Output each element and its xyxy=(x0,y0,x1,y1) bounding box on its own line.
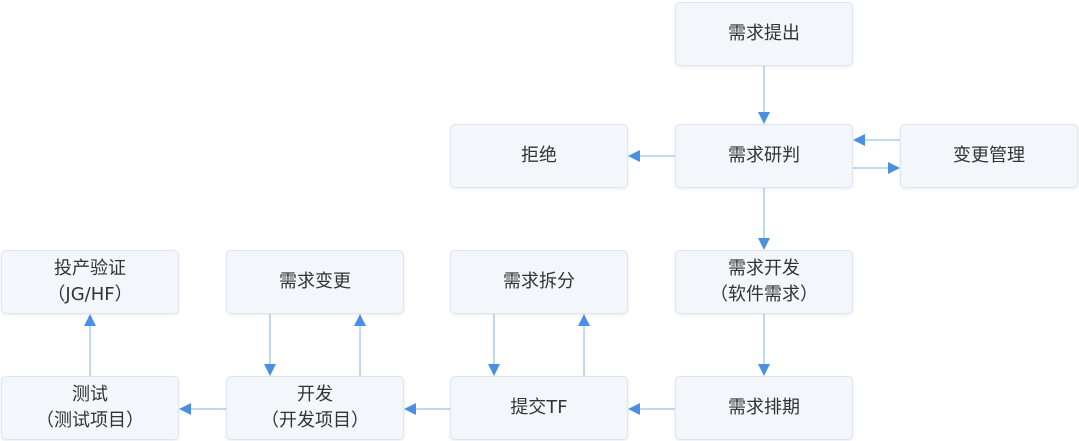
node-label: 需求研判 xyxy=(728,145,800,166)
node-testing: 测试 （测试项目） xyxy=(1,376,179,440)
node-label: 需求提出 xyxy=(728,23,800,44)
node-label: 需求排期 xyxy=(728,397,800,418)
node-label: 提交TF xyxy=(510,397,568,418)
node-label: 拒绝 xyxy=(521,145,557,166)
node-sublabel: （开发项目） xyxy=(261,410,369,431)
node-submit-tf: 提交TF xyxy=(450,376,628,440)
node-demand-review: 需求研判 xyxy=(675,124,853,188)
node-reject: 拒绝 xyxy=(450,124,628,188)
node-demand-raise: 需求提出 xyxy=(675,2,853,66)
node-demand-development: 需求开发 （软件需求） xyxy=(675,250,853,314)
node-production-verification: 投产验证 （JG/HF） xyxy=(1,250,179,314)
node-sublabel: （软件需求） xyxy=(710,284,818,305)
node-demand-change: 需求变更 xyxy=(226,250,404,314)
node-label: 测试 xyxy=(72,384,108,405)
node-sublabel: （JG/HF） xyxy=(47,284,133,305)
node-label: 需求开发 xyxy=(728,258,800,279)
node-label: 开发 xyxy=(297,384,333,405)
node-demand-scheduling: 需求排期 xyxy=(675,376,853,440)
node-demand-split: 需求拆分 xyxy=(450,250,628,314)
node-label: 变更管理 xyxy=(953,145,1025,166)
node-change-management: 变更管理 xyxy=(900,124,1078,188)
node-label: 需求拆分 xyxy=(503,271,575,292)
node-label: 需求变更 xyxy=(279,271,351,292)
node-development: 开发 （开发项目） xyxy=(226,376,404,440)
node-label: 投产验证 xyxy=(54,258,126,279)
node-sublabel: （测试项目） xyxy=(36,410,144,431)
